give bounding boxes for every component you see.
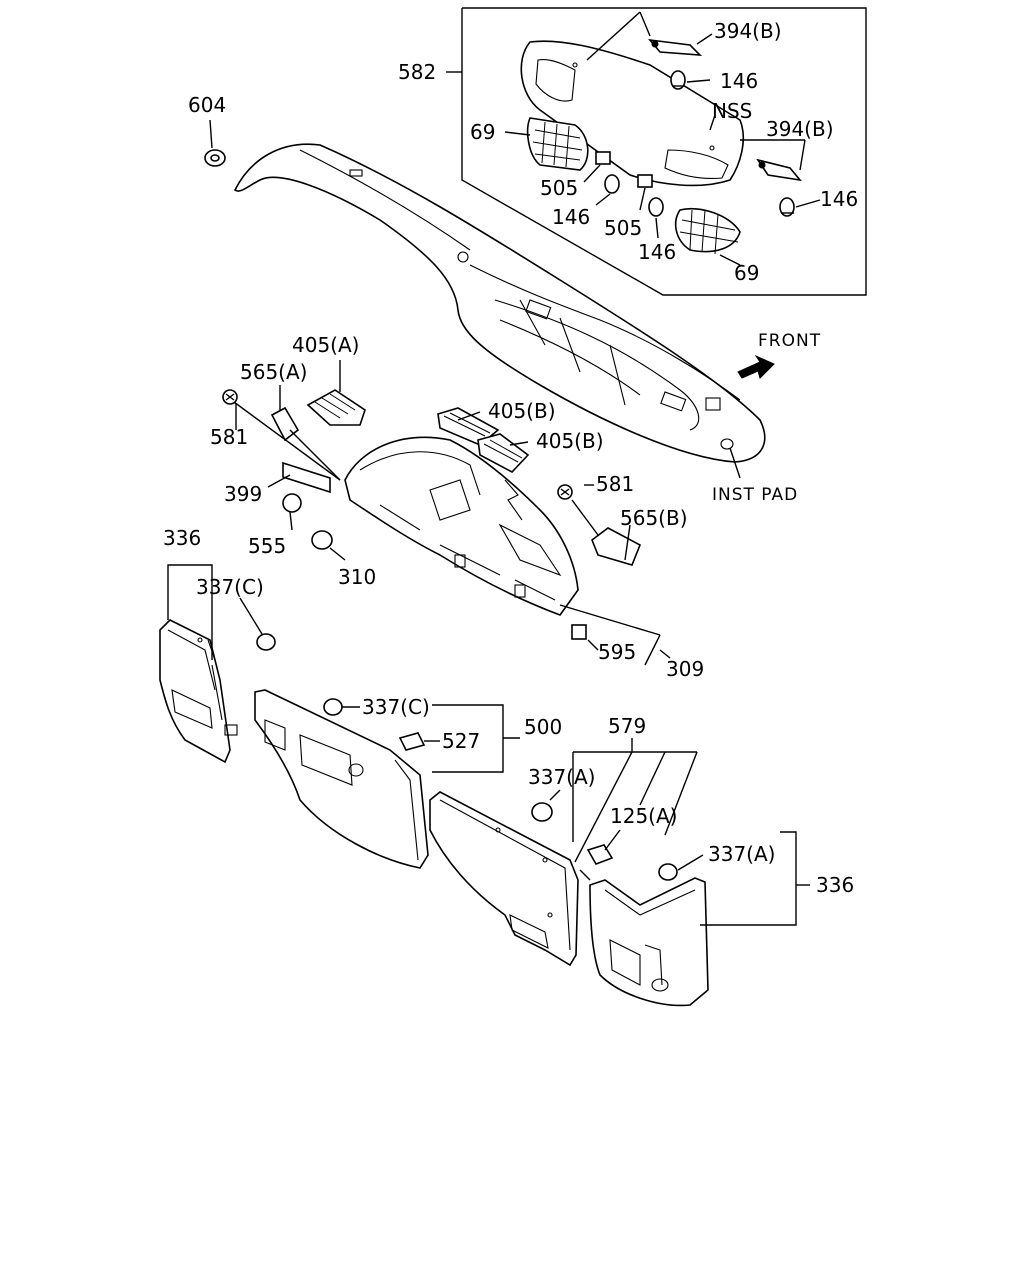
label-inst-pad: INST PAD: [712, 485, 798, 505]
label-336-right: 336: [816, 873, 854, 897]
label-310: 310: [338, 565, 376, 589]
label-405b-top: 405(B): [488, 399, 556, 423]
vent-405b-bottom: [477, 433, 530, 473]
label-405b-bottom: 405(B): [536, 429, 604, 453]
label-505-mid: 505: [604, 216, 642, 240]
nut-505-left: [595, 151, 611, 165]
bracket-565b: [591, 527, 642, 566]
label-nss: NSS: [712, 99, 752, 123]
label-565b: 565(B): [620, 506, 688, 530]
bolt-310: [311, 530, 333, 550]
screw-146-mid: [648, 197, 664, 217]
lower-panel-336-right: [589, 877, 709, 1007]
label-399: 399: [224, 482, 262, 506]
label-front: FRONT: [758, 331, 821, 351]
clip-125a: [586, 844, 614, 865]
label-125a: 125(A): [610, 804, 677, 828]
cluster-bracket-309: [344, 436, 579, 616]
label-527: 527: [442, 729, 480, 753]
label-500: 500: [524, 715, 562, 739]
inst-pad-leader: [729, 447, 741, 479]
nss-panel: [520, 40, 744, 187]
clip-604: [204, 119, 226, 167]
instrument-pad: [233, 143, 766, 463]
label-146-top: 146: [720, 69, 758, 93]
label-146-mid: 146: [638, 240, 676, 264]
label-337c-left: 337(C): [196, 575, 264, 599]
label-579: 579: [608, 714, 646, 738]
clip-527: [398, 732, 426, 751]
clip-394b-mid: [756, 158, 802, 182]
label-336-left: 336: [163, 526, 201, 550]
lower-panel-336-left: [159, 619, 238, 764]
inset-leaders: [446, 11, 821, 266]
bulb-555: [282, 493, 302, 513]
grille-69-right: [674, 208, 741, 255]
lower-panel-500: [254, 689, 429, 869]
label-69-right: 69: [734, 261, 759, 285]
front-arrow: [737, 354, 775, 379]
screw-581-left: [222, 389, 238, 405]
screw-146-mid-left: [604, 174, 620, 194]
label-555: 555: [248, 534, 286, 558]
label-69-left: 69: [470, 120, 495, 144]
label-405a: 405(A): [292, 333, 359, 357]
clip-337c-left: [256, 633, 276, 651]
part-labels: 604 582 394(B) 146 69 NSS 394(B) 505 146…: [163, 19, 858, 897]
lower-leaders: [167, 564, 810, 926]
knee-panel-579: [429, 791, 579, 967]
screw-146-right: [779, 197, 795, 217]
label-309: 309: [666, 657, 704, 681]
clip-337a-mid: [531, 802, 553, 822]
label-581-left: 581: [210, 425, 248, 449]
label-337a-mid: 337(A): [528, 765, 595, 789]
cluster-leaders: [233, 360, 671, 666]
label-505-left: 505: [540, 176, 578, 200]
inset-box: [461, 7, 867, 296]
label-394b-top: 394(B): [714, 19, 782, 43]
label-595: 595: [598, 640, 636, 664]
nut-505-mid: [637, 174, 653, 188]
vent-405a: [306, 389, 366, 426]
clip-595: [571, 624, 587, 640]
clip-337c-mid: [323, 698, 343, 716]
strip-399: [282, 461, 331, 494]
clip-394b-top: [648, 38, 703, 56]
label-146-mid-left: 146: [552, 205, 590, 229]
grille-69-left: [526, 117, 589, 171]
screw-146-top: [670, 70, 686, 90]
clip-337a-right: [658, 863, 678, 881]
bracket-565a: [270, 406, 300, 442]
label-337c-mid: 337(C): [362, 695, 430, 719]
label-565a: 565(A): [240, 360, 307, 384]
label-582: 582: [398, 60, 436, 84]
label-394b-mid: 394(B): [766, 117, 834, 141]
label-604: 604: [188, 93, 226, 117]
label-146-right: 146: [820, 187, 858, 211]
screw-581-right: [557, 484, 573, 500]
label-581-right: 581: [596, 472, 634, 496]
label-337a-right: 337(A): [708, 842, 775, 866]
